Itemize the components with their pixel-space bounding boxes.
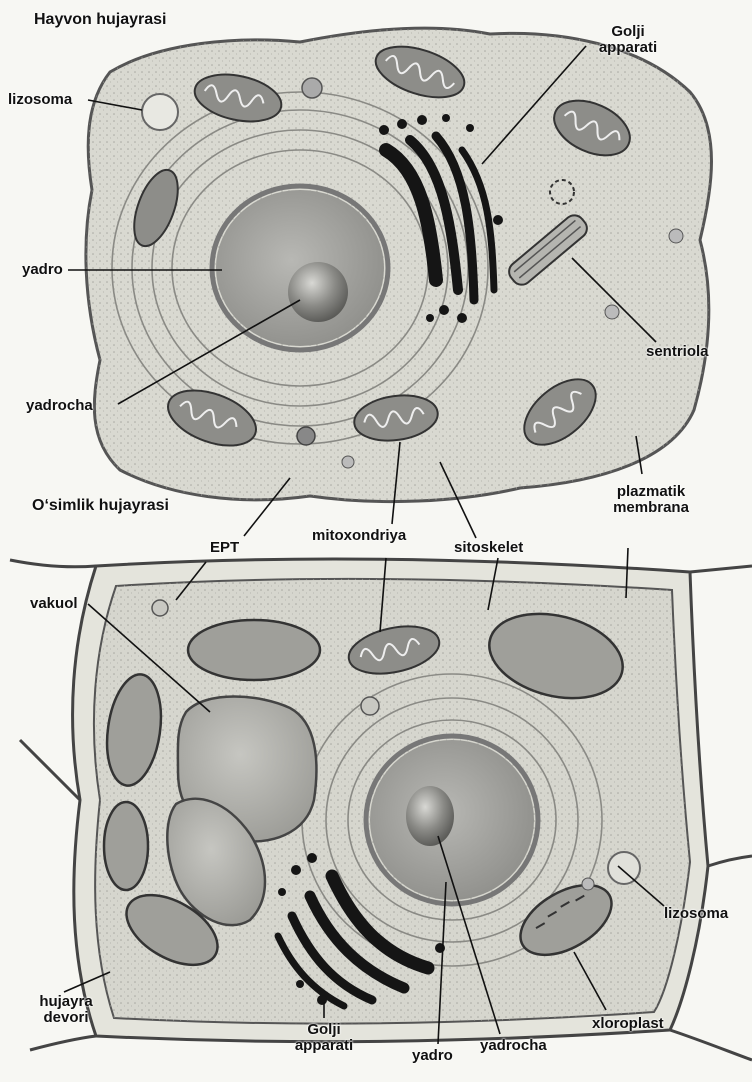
label-plant-nucleus: yadro [412, 1048, 453, 1064]
label-animal-centriole: sentriola [646, 344, 709, 360]
animal-nucleolus [288, 262, 348, 322]
label-plasma-membrane-line1: plazmatik [596, 484, 706, 500]
label-plasma-membrane: plazmatik membrana [596, 484, 706, 516]
label-animal-golgi: Golji apparati [588, 24, 668, 56]
plant-cell-title: O‘simlik hujayrasi [32, 498, 169, 514]
label-chloroplast: xloroplast [592, 1016, 664, 1032]
label-plant-golgi: Golji apparati [284, 1022, 364, 1054]
label-animal-lysosome: lizosoma [8, 92, 72, 108]
label-plant-golgi-line1: Golji [284, 1022, 364, 1038]
label-animal-golgi-line2: apparati [588, 40, 668, 56]
animal-cell-title: Hayvon hujayrasi [34, 12, 167, 28]
label-plant-golgi-line2: apparati [284, 1038, 364, 1054]
plant-lysosome [608, 852, 640, 884]
label-ept: EPT [210, 540, 239, 556]
animal-cell [86, 28, 712, 501]
label-plant-lysosome: lizosoma [664, 906, 728, 922]
label-cell-wall-line2: devori [26, 1010, 106, 1026]
label-cell-wall: hujayra devori [26, 994, 106, 1026]
plant-nucleolus [406, 786, 454, 846]
label-animal-nucleus: yadro [22, 262, 63, 278]
label-plant-nucleolus: yadrocha [480, 1038, 547, 1054]
label-vacuole: vakuol [30, 596, 78, 612]
label-mitochondria: mitoxondriya [312, 528, 406, 544]
label-cytoskeleton: sitoskelet [454, 540, 523, 556]
label-plasma-membrane-line2: membrana [596, 500, 706, 516]
label-animal-nucleolus: yadrocha [26, 398, 93, 414]
label-cell-wall-line1: hujayra [26, 994, 106, 1010]
label-animal-golgi-line1: Golji [588, 24, 668, 40]
animal-lysosome [142, 94, 178, 130]
